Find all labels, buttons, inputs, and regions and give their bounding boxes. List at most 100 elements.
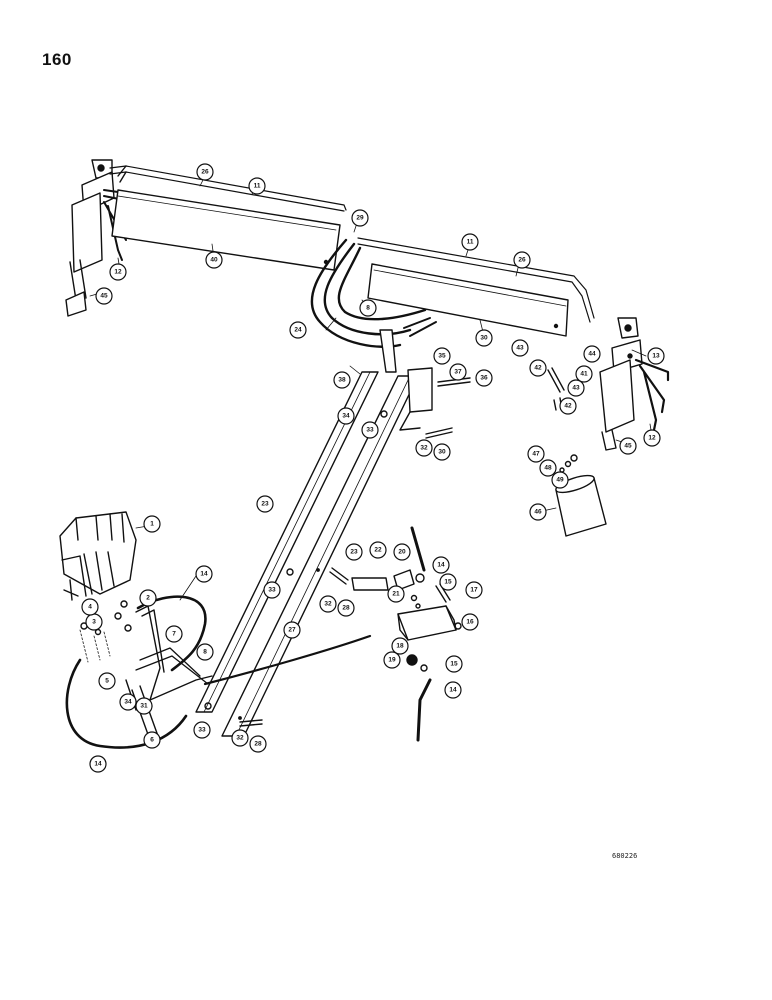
svg-text:42: 42 [534,365,542,372]
callout-21: 21 [387,585,405,603]
svg-text:49: 49 [556,477,564,484]
callout-46: 46 [529,503,547,521]
callout-38: 38 [333,371,351,389]
svg-text:43: 43 [572,385,580,392]
svg-text:29: 29 [356,215,364,222]
svg-text:26: 26 [201,169,209,176]
svg-text:46: 46 [534,509,542,516]
svg-text:8: 8 [366,305,370,312]
callout-15b: 15 [445,655,463,673]
left-boom-and-tubes [109,165,347,271]
callout-48: 48 [539,459,557,477]
svg-text:28: 28 [342,605,350,612]
svg-text:19: 19 [388,657,396,664]
callout-5: 5 [98,672,116,690]
svg-text:11: 11 [467,239,474,246]
callout-10: 11 [461,233,479,251]
svg-text:18: 18 [396,643,404,650]
callout-15a: 15 [439,573,457,591]
callout-34a: 34 [337,407,355,425]
callout-26b: 26 [513,251,531,269]
callout-45b: 45 [619,437,637,455]
callout-14c: 14 [444,681,462,699]
callout-29: 29 [351,209,369,227]
callout-31: 31 [135,697,153,715]
svg-text:30: 30 [480,335,488,342]
svg-text:34: 34 [124,699,132,706]
callout-40: 40 [205,251,223,269]
callout-27: 27 [283,621,301,639]
svg-text:27: 27 [288,627,296,634]
callout-49: 49 [551,471,569,489]
callout-7: 7 [165,625,183,643]
callout-2: 2 [139,589,157,607]
svg-text:14: 14 [437,562,445,569]
callout-24: 24 [289,321,307,339]
callout-8b: 8 [196,643,214,661]
callout-17: 17 [465,581,483,599]
svg-text:37: 37 [454,369,462,376]
svg-text:1: 1 [150,521,154,528]
svg-text:11: 11 [254,183,261,190]
svg-text:33: 33 [366,427,374,434]
spacer-tube [555,454,607,537]
callout-26a: 26 [196,163,214,181]
svg-text:4: 4 [88,604,92,611]
callout-33a: 33 [361,421,379,439]
svg-text:13: 13 [652,353,660,360]
svg-text:47: 47 [532,451,540,458]
callout-14a: 14 [195,565,213,583]
svg-text:44: 44 [588,351,596,358]
svg-text:22: 22 [374,547,382,554]
callout-30a: 30 [475,329,493,347]
callout-6: 6 [143,731,161,749]
callout-43b: 43 [567,379,585,397]
right-cylinder [599,317,670,451]
callout-14b: 14 [432,556,450,574]
callout-36: 36 [475,369,493,387]
figure-code: 680226 [612,852,638,860]
svg-text:14: 14 [449,687,457,694]
callout-23b: 23 [345,543,363,561]
callout-12b: 12 [643,429,661,447]
callout-34b: 34 [119,693,137,711]
center-hoses [310,238,437,373]
right-boom-and-tubes [357,237,595,337]
svg-text:8: 8 [203,649,207,656]
svg-text:30: 30 [438,449,446,456]
svg-text:5: 5 [105,678,109,685]
svg-text:20: 20 [398,549,406,556]
svg-text:40: 40 [210,257,218,264]
svg-text:15: 15 [444,579,452,586]
callout-4: 4 [81,598,99,616]
svg-text:32: 32 [324,601,332,608]
svg-text:7: 7 [172,631,176,638]
page-number: 160 [42,50,72,69]
callout-44: 44 [583,345,601,363]
svg-text:15: 15 [450,661,458,668]
svg-text:23: 23 [261,501,269,508]
callout-8a: 8 [359,299,377,317]
long-hoses [65,526,432,749]
svg-text:36: 36 [480,375,488,382]
callout-14d: 14 [89,755,107,773]
callout-18: 18 [391,637,409,655]
main-mast [195,367,433,737]
svg-text:32: 32 [236,735,244,742]
callout-41: 41 [575,365,593,383]
left-cylinder [65,159,127,317]
svg-text:33: 33 [198,727,206,734]
relief-block [351,569,462,672]
svg-text:42: 42 [564,403,572,410]
callout-47: 47 [527,445,545,463]
svg-text:23: 23 [350,549,358,556]
callout-30b: 30 [433,443,451,461]
callout-32a: 32 [415,439,433,457]
callout-42b: 42 [559,397,577,415]
svg-text:3: 3 [92,619,96,626]
callout-11: 11 [248,177,266,195]
callout-12a: 12 [109,263,127,281]
callout-33b: 33 [263,581,281,599]
svg-text:12: 12 [648,435,656,442]
